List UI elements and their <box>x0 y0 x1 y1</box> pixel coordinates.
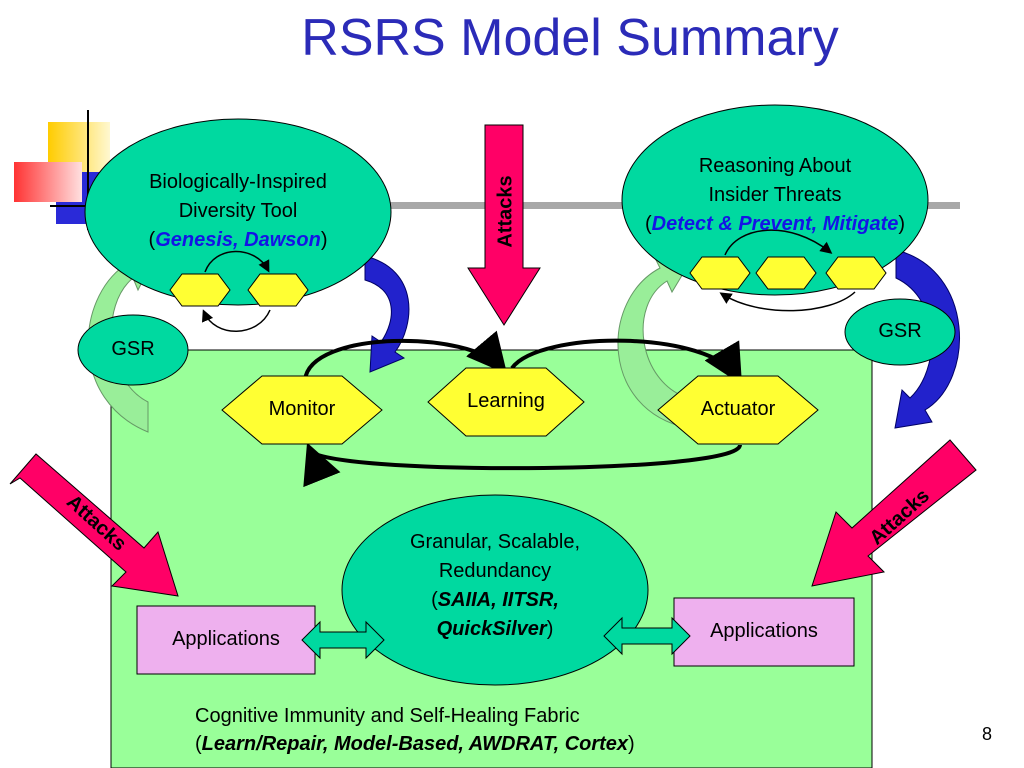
gsr-right-oval <box>844 298 956 366</box>
left-oval-line1: Biologically-Inspired <box>149 171 327 193</box>
applications-left-box <box>136 605 316 675</box>
left-oval-hexagon-1 <box>169 273 231 307</box>
center-oval <box>341 494 649 686</box>
left-oval <box>84 118 392 306</box>
gsr-left-oval <box>77 314 189 386</box>
gsr-left-label: GSR <box>111 338 155 360</box>
divider-line <box>90 202 960 209</box>
actuator-label: Actuator <box>700 398 776 420</box>
left-oval-text: Biologically-Inspired Diversity Tool (Ge… <box>103 168 373 255</box>
right-oval-paren-open: ( <box>644 213 652 235</box>
center-oval-paren-open: ( <box>431 589 438 611</box>
center-oval-text: Granular, Scalable, Redundancy (SAIIA, I… <box>360 528 630 644</box>
applications-right-box <box>673 597 855 667</box>
fabric-emphasis: Learn/Repair, Model-Based, AWDRAT, Corte… <box>201 733 629 755</box>
attacks-top-label: Attacks <box>494 175 517 248</box>
right-oval-hexagon-3 <box>825 256 887 290</box>
fabric-paren-close: ) <box>628 733 635 755</box>
right-oval-line1: Reasoning About <box>698 155 852 177</box>
left-oval-paren-open: ( <box>148 229 156 251</box>
center-oval-line1: Granular, Scalable, <box>409 531 581 553</box>
learning-hexagon <box>427 367 585 437</box>
right-oval <box>621 104 929 296</box>
center-oval-line2: Redundancy <box>438 560 552 582</box>
center-oval-paren-close: ) <box>546 618 554 640</box>
attack-arrow-right <box>811 439 977 587</box>
attack-arrow-left <box>9 453 179 597</box>
actuator-hexagon <box>657 375 819 445</box>
right-oval-hexagon-1 <box>689 256 751 290</box>
right-oval-hexagon-2 <box>755 256 817 290</box>
applications-right-label: Applications <box>710 620 818 642</box>
attack-arrow-top <box>467 124 541 326</box>
page-number: 8 <box>981 724 992 744</box>
center-oval-emphasis-2: QuickSilver <box>436 618 547 640</box>
page-title: RSRS Model Summary <box>301 9 839 67</box>
left-oval-hexagon-2 <box>247 273 309 307</box>
center-oval-emphasis-1: SAIIA, IITSR, <box>437 589 559 611</box>
fabric-text: Cognitive Immunity and Self-Healing Fabr… <box>195 702 815 758</box>
fabric-paren-open: ( <box>195 733 202 755</box>
right-oval-emphasis: Detect & Prevent, Mitigate <box>651 213 899 235</box>
double-arrow-left <box>301 620 385 660</box>
left-oval-line2: Diversity Tool <box>178 200 298 222</box>
right-oval-paren-close: ) <box>898 213 906 235</box>
fabric-line1: Cognitive Immunity and Self-Healing Fabr… <box>195 705 580 727</box>
gsr-right-label: GSR <box>878 320 922 342</box>
applications-left-label: Applications <box>172 628 280 650</box>
right-oval-text: Reasoning About Insider Threats (Detect … <box>640 152 910 239</box>
left-oval-paren-close: ) <box>320 229 328 251</box>
monitor-hexagon <box>221 375 383 445</box>
monitor-label: Monitor <box>268 398 336 420</box>
right-oval-line2: Insider Threats <box>708 184 842 206</box>
double-arrow-right <box>603 616 691 656</box>
learning-label: Learning <box>467 390 545 412</box>
left-oval-emphasis: Genesis, Dawson <box>155 229 321 251</box>
